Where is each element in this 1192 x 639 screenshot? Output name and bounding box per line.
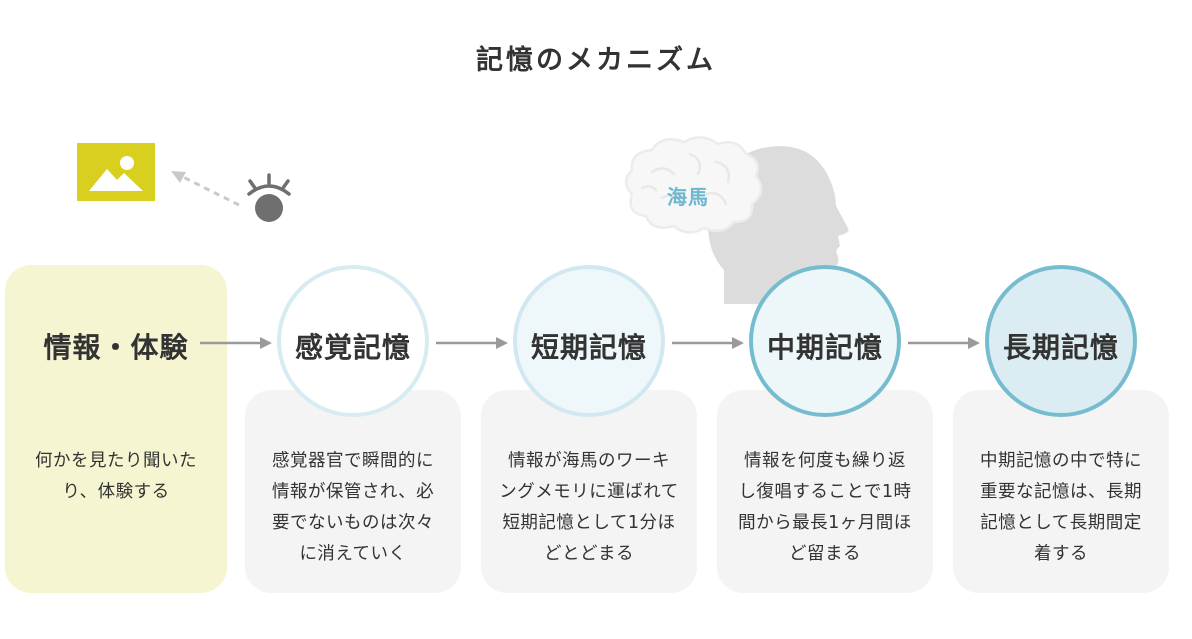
mid-term-memory-label: 中期記憶 — [766, 331, 883, 364]
page-title: 記憶のメカニズム — [476, 45, 716, 76]
brain-head-icon — [624, 136, 849, 304]
long-term-memory-circle — [985, 265, 1137, 417]
short-term-memory-label: 短期記憶 — [530, 331, 647, 364]
input-card — [5, 265, 227, 593]
long-term-desc-card — [953, 390, 1169, 593]
image-icon — [77, 143, 155, 201]
flow-arrow-icon — [672, 337, 744, 349]
dashed-arrow-icon — [171, 171, 240, 207]
long-term-memory-description: 中期記憶の中で特に 重要な記憶は、長期 記憶として長期間定 着する — [980, 451, 1142, 564]
long-term-memory-label: 長期記憶 — [1002, 331, 1119, 364]
eye-icon — [247, 173, 291, 222]
mid-term-memory-circle — [749, 265, 901, 417]
sensory-memory-circle — [277, 265, 429, 417]
mid-term-memory-description: 情報を何度も繰り返 し復唱することで1時 間から最長1ヶ月間ほ ど留まる — [738, 451, 912, 564]
sensory-memory-description: 感覚器官で瞬間的に 情報が保管され、必 要でないものは次々 に消えていく — [271, 451, 435, 564]
short-term-memory-description: 情報が海馬のワーキ ングメモリに運ばれて 短期記憶として1分ほ どとどまる — [499, 451, 679, 564]
hippocampus-label: 海馬 — [667, 185, 709, 209]
short-term-desc-card — [481, 390, 697, 593]
sensory-desc-card — [245, 390, 461, 593]
input-label: 情報・体験 — [43, 331, 189, 364]
sensory-memory-label: 感覚記憶 — [294, 331, 411, 364]
flow-arrow-icon — [908, 337, 980, 349]
flow-arrow-icon — [200, 337, 272, 349]
input-description: 何かを見たり聞いた り、体験する — [35, 451, 197, 502]
flow-arrow-icon — [436, 337, 508, 349]
short-term-memory-circle — [513, 265, 665, 417]
mid-term-desc-card — [717, 390, 933, 593]
